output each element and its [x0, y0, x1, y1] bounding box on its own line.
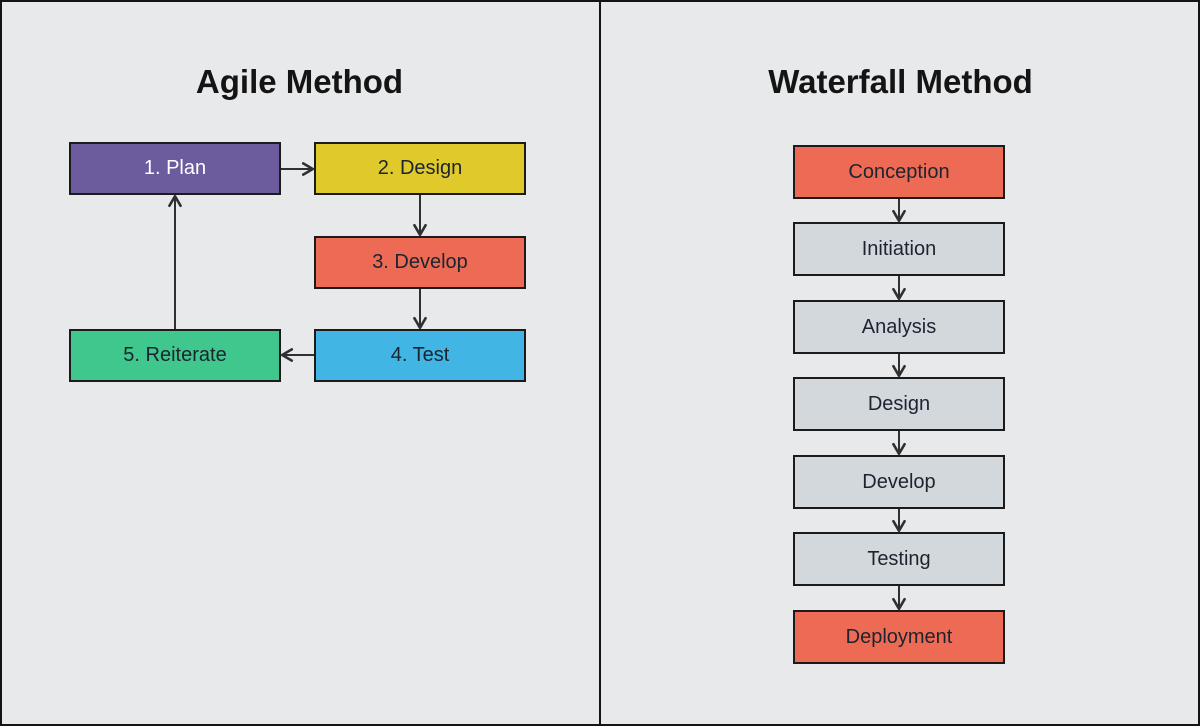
- panel-divider: [599, 0, 601, 726]
- waterfall-node-develop: Develop: [793, 455, 1005, 509]
- waterfall-title: Waterfall Method: [768, 63, 1033, 100]
- waterfall-node-design: Design: [793, 377, 1005, 431]
- waterfall-node-deployment: Deployment: [793, 610, 1005, 664]
- agile-node-design: 2. Design: [314, 142, 526, 195]
- waterfall-node-testing: Testing: [793, 532, 1005, 586]
- waterfall-node-analysis: Analysis: [793, 300, 1005, 354]
- agile-node-plan: 1. Plan: [69, 142, 281, 195]
- agile-node-develop: 3. Develop: [314, 236, 526, 289]
- agile-node-test: 4. Test: [314, 329, 526, 382]
- waterfall-node-initiation: Initiation: [793, 222, 1005, 276]
- waterfall-node-conception: Conception: [793, 145, 1005, 199]
- agile-title: Agile Method: [195, 63, 404, 100]
- agile-node-reiterate: 5. Reiterate: [69, 329, 281, 382]
